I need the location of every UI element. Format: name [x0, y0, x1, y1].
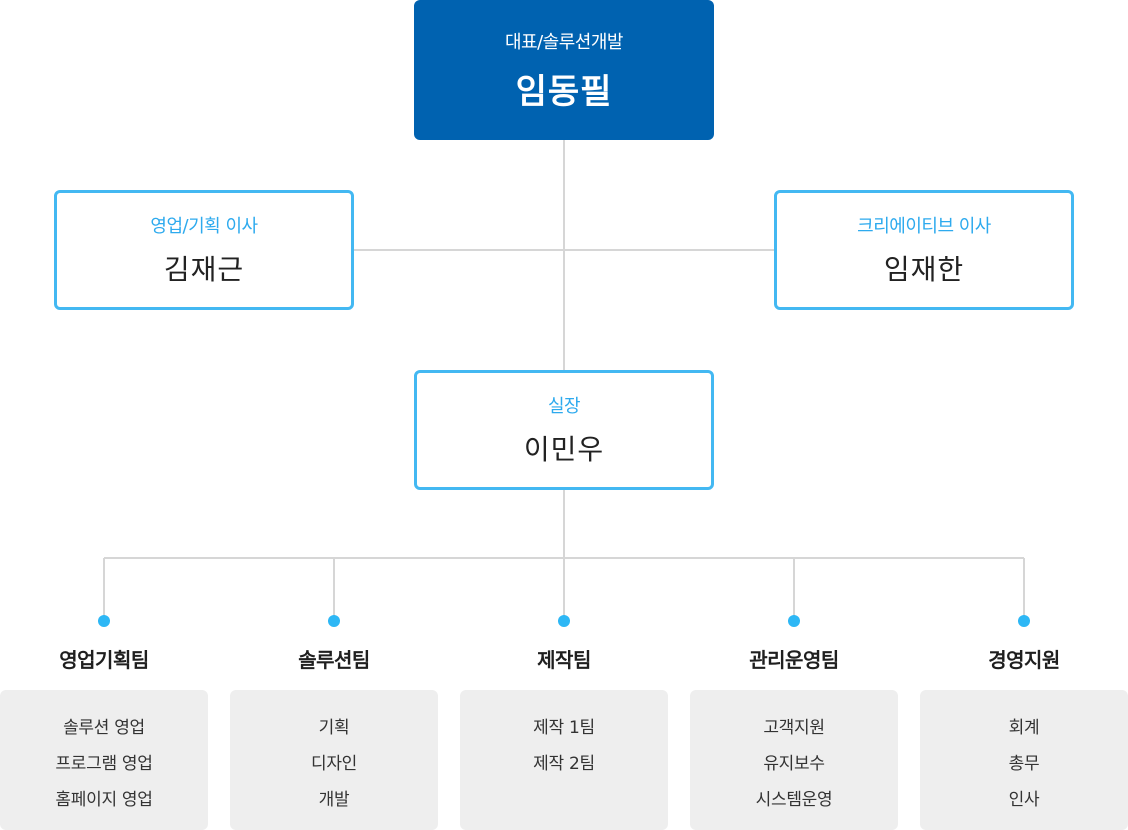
team-item: 솔루션 영업: [63, 718, 145, 738]
ceo-box: 대표/솔루션개발 임동필: [414, 0, 714, 140]
team-title-4: 관리운영팀: [749, 648, 839, 672]
team-dot-4: [788, 615, 800, 627]
exec-box-sales-planning: 영업/기획 이사 김재근: [54, 190, 354, 310]
team-item: 개발: [318, 790, 350, 810]
exec-name: 이민우: [523, 433, 605, 466]
exec-name: 김재근: [163, 253, 245, 286]
team-dot-1: [98, 615, 110, 627]
team-dot-3: [558, 615, 570, 627]
exec-name: 임재한: [883, 253, 965, 286]
exec-box-manager: 실장 이민우: [414, 370, 714, 490]
team-item: 고객지원: [763, 718, 825, 738]
ceo-role: 대표/솔루션개발: [505, 31, 623, 53]
team-card-3: 제작 1팀 제작 2팀: [460, 690, 668, 830]
team-item: 기획: [318, 718, 350, 738]
team-title-2: 솔루션팀: [298, 648, 370, 672]
team-item: 회계: [1008, 718, 1040, 738]
team-item: 총무: [1008, 754, 1040, 774]
team-item: 홈페이지 영업: [55, 790, 153, 810]
exec-box-creative: 크리에이티브 이사 임재한: [774, 190, 1074, 310]
team-item: 프로그램 영업: [55, 754, 153, 774]
team-card-5: 회계 총무 인사: [920, 690, 1128, 830]
team-card-2: 기획 디자인 개발: [230, 690, 438, 830]
team-item: 제작 2팀: [533, 754, 595, 774]
team-item: 제작 1팀: [533, 718, 595, 738]
exec-role: 크리에이티브 이사: [857, 216, 991, 237]
team-item: 시스템운영: [755, 790, 833, 810]
team-card-4: 고객지원 유지보수 시스템운영: [690, 690, 898, 830]
team-item: 인사: [1008, 790, 1040, 810]
team-item: 디자인: [310, 754, 358, 774]
ceo-name: 임동필: [515, 71, 613, 112]
exec-role: 영업/기획 이사: [150, 216, 258, 237]
exec-role: 실장: [547, 396, 581, 417]
team-item: 유지보수: [763, 754, 825, 774]
team-title-5: 경영지원: [988, 648, 1060, 672]
team-card-1: 솔루션 영업 프로그램 영업 홈페이지 영업: [0, 690, 208, 830]
team-title-1: 영업기획팀: [59, 648, 149, 672]
team-title-3: 제작팀: [537, 648, 591, 672]
team-dot-2: [328, 615, 340, 627]
team-dot-5: [1018, 615, 1030, 627]
